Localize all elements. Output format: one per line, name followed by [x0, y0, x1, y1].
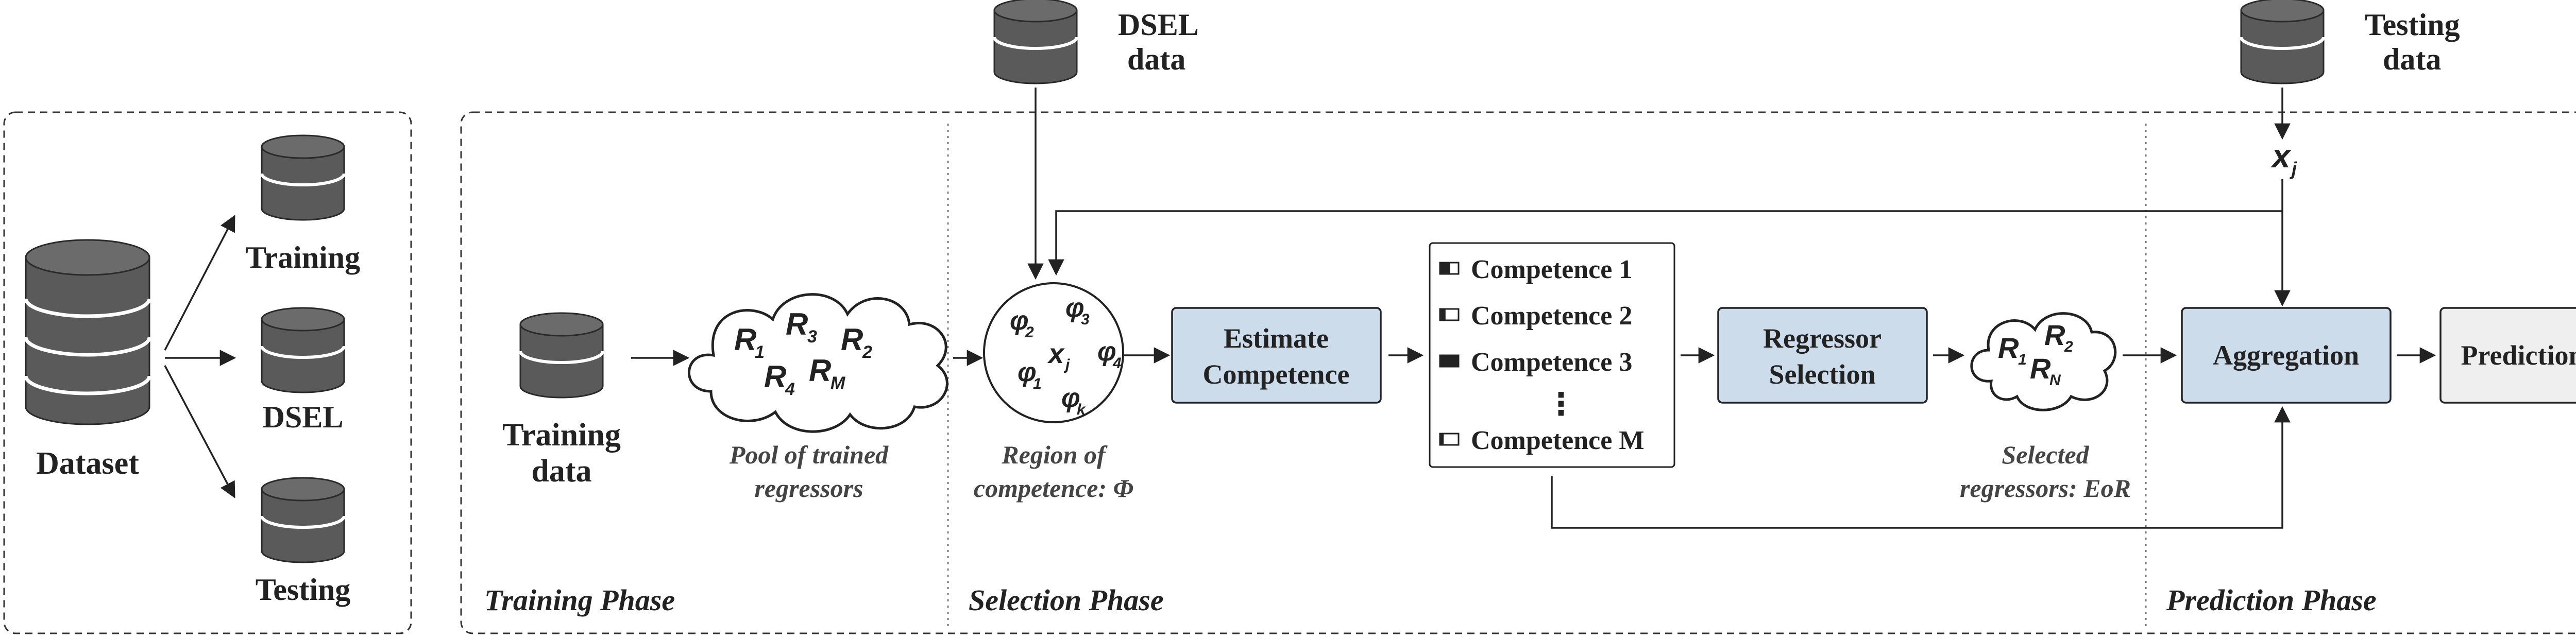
region-of-competence-circle — [983, 282, 1124, 423]
aggregation-box — [2181, 307, 2392, 404]
pipeline-panel — [460, 111, 2576, 634]
estimate-competence-box — [1171, 307, 1382, 404]
testing-label: Testing — [256, 573, 351, 607]
svg-text:2: 2 — [2064, 338, 2073, 355]
prediction-box — [2439, 307, 2576, 404]
svg-text:1: 1 — [2018, 351, 2027, 368]
regsel-line2: Selection — [1769, 359, 1876, 390]
training-label: Training — [246, 240, 360, 274]
regressor-selection-box — [1717, 307, 1928, 404]
svg-text:4: 4 — [785, 380, 795, 399]
competence-level-2-fill — [1440, 309, 1446, 320]
svg-text:R: R — [2044, 319, 2065, 351]
svg-text:φ: φ — [1097, 337, 1116, 367]
svg-text:1: 1 — [755, 342, 765, 362]
testing-data-line1: Testing — [2365, 8, 2460, 42]
region-neighbor-labels: φ 2 φ 3 x j φ 4 φ 1 φ k — [1010, 293, 1122, 418]
prediction-label: Prediction — [2461, 340, 2576, 371]
testing-data-database-icon — [2241, 0, 2324, 83]
training-data-line1: Training — [502, 418, 621, 453]
svg-text:φ: φ — [1018, 357, 1037, 387]
competence-level-1-fill — [1440, 263, 1450, 274]
training-database-icon — [262, 135, 344, 220]
dsel-data-line1: DSEL — [1118, 8, 1199, 42]
svg-text:Competence 2: Competence 2 — [1471, 301, 1632, 331]
dataset-label: Dataset — [36, 446, 139, 481]
competences-to-aggregation-arrow — [1551, 406, 2291, 529]
svg-text:R: R — [2030, 352, 2051, 385]
svg-text:x: x — [1047, 338, 1065, 369]
svg-text:R: R — [841, 322, 863, 357]
svg-text:Competence 1: Competence 1 — [1471, 255, 1632, 284]
dsel-database-icon — [262, 308, 344, 392]
svg-text:j: j — [2290, 158, 2297, 179]
pool-regressor-labels: R 1 R 3 R 2 R 4 R M — [734, 307, 872, 399]
estimate-line2: Competence — [1203, 359, 1350, 390]
svg-text:R: R — [764, 359, 786, 394]
regsel-line1: Regressor — [1763, 323, 1882, 354]
svg-text:φ: φ — [1010, 306, 1029, 336]
svg-text:φ: φ — [1061, 383, 1080, 413]
testing-database-icon — [262, 478, 344, 562]
selection-phase-label: Selection Phase — [969, 583, 1164, 617]
svg-text:Competence M: Competence M — [1471, 426, 1644, 455]
split-arrow-testing — [164, 365, 235, 498]
svg-text:2: 2 — [1025, 324, 1034, 341]
xj-query-label: x j — [2270, 137, 2297, 179]
prediction-phase-label: Prediction Phase — [2166, 583, 2377, 617]
competence-row-2: Competence 2 — [1439, 301, 1632, 331]
svg-text:x: x — [2270, 137, 2292, 175]
selected-regressor-labels: R 1 R 2 R N — [1998, 319, 2073, 389]
svg-text:j: j — [1063, 356, 1070, 373]
region-caption-line2: competence: Φ — [974, 474, 1133, 503]
svg-text:M: M — [831, 373, 845, 393]
svg-text:R: R — [1998, 332, 2019, 364]
svg-text:R: R — [786, 307, 808, 341]
xj-to-region-arrow — [1048, 210, 2282, 276]
selected-regressors-cloud-shape — [1970, 312, 2117, 411]
competence-level-m-fill — [1440, 434, 1444, 445]
region-caption-line1: Region of — [1001, 440, 1108, 469]
svg-text:R: R — [734, 322, 756, 357]
competence-list-box — [1429, 242, 1675, 468]
svg-text:φ: φ — [1065, 293, 1084, 323]
competence-row-1: Competence 1 — [1439, 255, 1632, 284]
svg-text:Competence 3: Competence 3 — [1471, 348, 1632, 377]
dsel-label: DSEL — [263, 400, 344, 434]
selected-caption-line2: regressors: EoR — [1960, 474, 2131, 503]
dsel-data-database-icon — [994, 0, 1077, 83]
svg-text:1: 1 — [1033, 375, 1042, 392]
competence-row-3: Competence 3 — [1439, 348, 1632, 377]
testing-data-line2: data — [2383, 42, 2441, 76]
svg-text:2: 2 — [862, 342, 872, 362]
svg-text:4: 4 — [1112, 355, 1122, 372]
dataset-panel — [3, 111, 412, 634]
training-data-line2: data — [531, 454, 591, 489]
training-phase-label: Training Phase — [484, 583, 675, 617]
aggregation-label: Aggregation — [2213, 340, 2359, 371]
pool-caption-line2: regressors — [754, 474, 863, 503]
competence-ellipsis: ⋮ — [1546, 387, 1577, 421]
training-data-database-icon — [520, 313, 603, 398]
pool-cloud-shape — [687, 293, 948, 433]
competence-row-m: Competence M — [1439, 426, 1644, 455]
dsel-data-line2: data — [1127, 42, 1185, 76]
svg-text:R: R — [809, 353, 831, 388]
selected-caption-line1: Selected — [2002, 440, 2089, 469]
split-arrow-training — [164, 215, 235, 351]
dataset-database-icon — [24, 239, 151, 425]
competence-rows: Competence 1 Competence 2 Competence 3 ⋮… — [1439, 255, 1644, 455]
svg-text:k: k — [1077, 401, 1086, 418]
svg-text:3: 3 — [807, 327, 817, 347]
estimate-line1: Estimate — [1224, 323, 1329, 354]
svg-text:3: 3 — [1081, 311, 1090, 328]
pool-caption-line1: Pool of trained — [729, 440, 889, 469]
svg-text:N: N — [2049, 372, 2061, 389]
competence-level-3-fill — [1440, 355, 1459, 367]
